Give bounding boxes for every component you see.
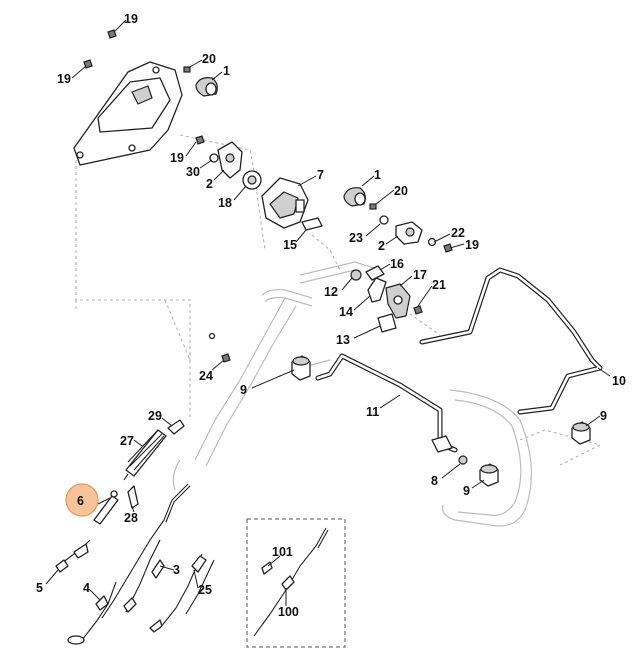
callout-8: 8 bbox=[431, 474, 438, 488]
callout-15: 15 bbox=[283, 238, 297, 252]
callout-14: 14 bbox=[339, 305, 353, 319]
leader-lines bbox=[45, 19, 611, 606]
knob-1-right bbox=[343, 187, 366, 207]
kit-100-box bbox=[246, 518, 346, 648]
bracket-16 bbox=[365, 265, 385, 281]
callout-17: 17 bbox=[413, 268, 427, 282]
callout-21: 21 bbox=[432, 278, 446, 292]
rod-11 bbox=[315, 353, 458, 453]
callout-29: 29 bbox=[148, 409, 162, 423]
callout-20-top: 20 bbox=[202, 52, 216, 66]
knob-1-top bbox=[195, 77, 218, 97]
callout-9-bottom: 9 bbox=[463, 484, 470, 498]
bracket-17 bbox=[385, 283, 411, 319]
cables bbox=[57, 483, 215, 641]
callout-9-left: 9 bbox=[240, 383, 247, 397]
callout-19-left: 19 bbox=[57, 72, 71, 86]
callout-19-top: 19 bbox=[124, 12, 138, 26]
callout-10: 10 bbox=[612, 374, 626, 388]
callout-16: 16 bbox=[390, 257, 404, 271]
callout-2-right: 2 bbox=[378, 239, 385, 253]
callout-30: 30 bbox=[186, 165, 200, 179]
rod-10 bbox=[419, 267, 603, 415]
clip-15 bbox=[301, 217, 323, 231]
highlight-6[interactable] bbox=[65, 483, 99, 517]
callout-18: 18 bbox=[218, 196, 232, 210]
callout-7: 7 bbox=[317, 168, 324, 182]
screw-20-top bbox=[183, 66, 191, 73]
cable-4 bbox=[67, 595, 109, 645]
screw-24 bbox=[208, 332, 231, 363]
bushing-9-left bbox=[291, 355, 311, 381]
lever-2-left bbox=[195, 135, 243, 179]
bushing-9-bottom bbox=[479, 463, 499, 487]
bushing-9-right bbox=[571, 421, 591, 445]
cable-25 bbox=[149, 555, 207, 633]
screw-20-right bbox=[369, 203, 377, 210]
callout-25: 25 bbox=[198, 583, 212, 597]
callout-12: 12 bbox=[324, 285, 338, 299]
callout-24: 24 bbox=[199, 369, 213, 383]
callout-13: 13 bbox=[336, 333, 350, 347]
callout-2-left: 2 bbox=[206, 177, 213, 191]
callout-22: 22 bbox=[451, 226, 465, 240]
callout-9-right: 9 bbox=[600, 409, 607, 423]
callout-3: 3 bbox=[173, 563, 180, 577]
callout-100: 100 bbox=[278, 605, 299, 619]
cable-3 bbox=[123, 559, 165, 613]
washer-23 bbox=[379, 215, 389, 225]
part-6 bbox=[93, 490, 119, 525]
callout-11: 11 bbox=[366, 405, 379, 419]
callout-23: 23 bbox=[349, 231, 363, 245]
callout-6: 6 bbox=[77, 494, 84, 508]
callout-labels: 19 19 20 1 19 30 2 18 7 15 1 20 23 2 22 … bbox=[36, 12, 626, 619]
top-cover bbox=[73, 61, 183, 166]
cable-end-5 bbox=[55, 543, 89, 573]
callout-5: 5 bbox=[36, 581, 43, 595]
pin-28 bbox=[127, 485, 139, 509]
clip-29 bbox=[167, 419, 185, 435]
housing-7 bbox=[261, 177, 309, 229]
callout-19-right: 19 bbox=[465, 238, 479, 252]
ghost-outlines bbox=[75, 134, 602, 527]
callout-20-right: 20 bbox=[394, 184, 408, 198]
lever-14 bbox=[367, 277, 387, 303]
lever-2-right bbox=[395, 221, 453, 253]
screw-21 bbox=[413, 305, 423, 315]
block-13 bbox=[377, 313, 397, 333]
callout-19-mid: 19 bbox=[170, 151, 184, 165]
callout-1-right: 1 bbox=[374, 168, 381, 182]
roller-12 bbox=[350, 269, 362, 281]
callout-27: 27 bbox=[120, 434, 134, 448]
callout-101: 101 bbox=[272, 545, 293, 559]
callout-28: 28 bbox=[124, 511, 138, 525]
spring-27 bbox=[123, 429, 167, 481]
nut-8 bbox=[458, 455, 468, 465]
callout-1-top: 1 bbox=[223, 64, 230, 78]
callout-4: 4 bbox=[83, 581, 90, 595]
gear-18 bbox=[242, 170, 262, 190]
